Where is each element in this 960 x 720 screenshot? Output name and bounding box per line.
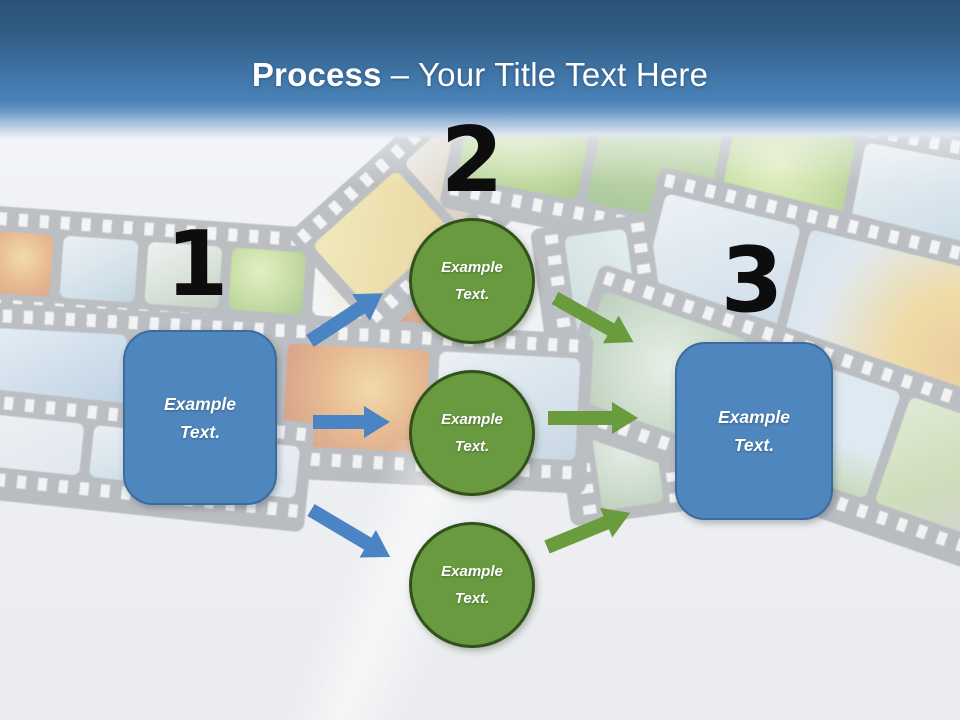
start-box-label: Example Text. xyxy=(164,393,236,442)
process-circle-3: Example Text. xyxy=(409,522,535,648)
process-circle-1: Example Text. xyxy=(409,218,535,344)
process-circle-2: Example Text. xyxy=(409,370,535,496)
arrow-green-down xyxy=(551,291,634,344)
step-number-1: 1 xyxy=(165,212,229,317)
step-number-3: 3 xyxy=(720,228,784,333)
slide-title: Process– Your Title Text Here xyxy=(0,55,960,95)
arrow-blue-down xyxy=(307,503,391,558)
slide-title-emphasis: Process xyxy=(251,56,382,93)
process-circle-2-label: Example Text. xyxy=(441,411,503,455)
arrow-blue-up xyxy=(306,293,383,347)
arrow-green-middle xyxy=(548,402,638,434)
end-box-label: Example Text. xyxy=(718,407,790,455)
process-circle-1-label: Example Text. xyxy=(441,259,503,303)
end-box: Example Text. xyxy=(675,342,833,520)
slide-title-rest: – Your Title Text Here xyxy=(390,56,709,93)
title-band xyxy=(0,0,960,140)
process-circle-3-label: Example Text. xyxy=(441,563,503,607)
arrow-green-up xyxy=(544,507,631,554)
arrow-blue-middle xyxy=(313,406,390,438)
step-number-2: 2 xyxy=(440,108,504,213)
start-box: Example Text. xyxy=(123,330,277,505)
